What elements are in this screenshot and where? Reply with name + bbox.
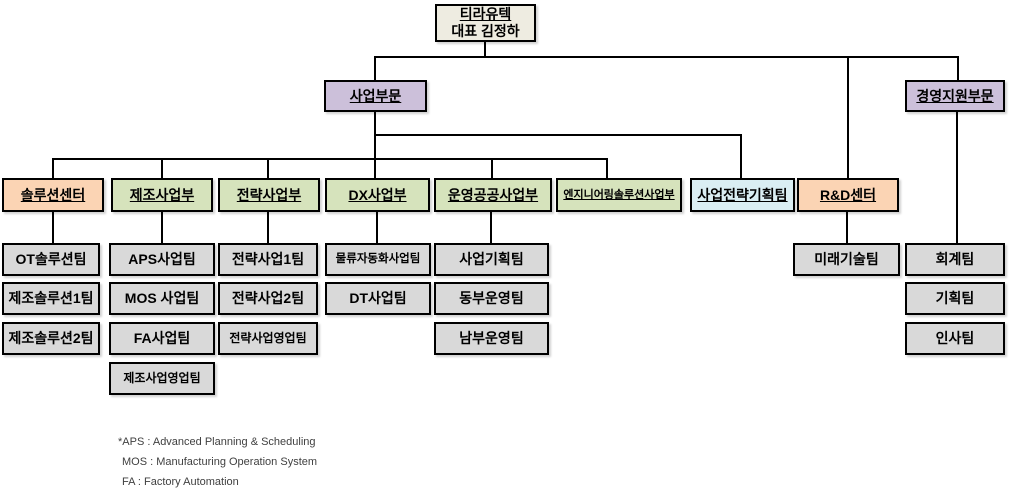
connector-line [267, 212, 269, 244]
planning-team: 기획팀 [905, 282, 1005, 315]
hr-team: 인사팀 [905, 322, 1005, 355]
ceo-name: 대표 김정하 [451, 23, 520, 39]
connector-line [52, 212, 54, 244]
engineering-solution-business-unit: 엔지니어링솔루션사업부 [556, 178, 682, 212]
south-operations-team: 남부운영팀 [434, 322, 549, 355]
mos-business-team: MOS 사업팀 [109, 282, 215, 315]
connector-line [376, 212, 378, 244]
strategy-business-team-1: 전략사업1팀 [218, 243, 318, 276]
footnote-line: *APS : Advanced Planning & Scheduling [118, 436, 316, 448]
mfg-solution-team-1: 제조솔루션1팀 [2, 282, 100, 315]
division-business: 사업부문 [324, 80, 427, 112]
strategy-business-unit: 전략사업부 [218, 178, 320, 212]
ot-solution-team: OT솔루션팀 [2, 243, 100, 276]
solution-center: 솔루션센터 [2, 178, 104, 212]
footnote-line: FA : Factory Automation [122, 476, 239, 488]
ceo-node: 티라유텍 대표 김정하 [435, 4, 536, 42]
connector-line [374, 134, 742, 136]
company-name: 티라유텍 [459, 6, 512, 23]
connector-line [161, 158, 163, 180]
connector-line [374, 112, 376, 180]
operations-public-business-unit: 운영공공사업부 [434, 178, 552, 212]
connector-line [374, 56, 376, 82]
connector-line [490, 212, 492, 244]
fa-business-team: FA사업팀 [109, 322, 215, 355]
connector-line [740, 134, 742, 180]
logistics-automation-business-team: 물류자동화사업팀 [325, 243, 431, 276]
division-management-support: 경영지원부문 [905, 80, 1005, 112]
connector-line [956, 112, 958, 244]
mfg-business-sales-team: 제조사업영업팀 [109, 362, 215, 395]
connector-line [484, 40, 486, 58]
dx-business-unit: DX사업부 [325, 178, 430, 212]
aps-business-team: APS사업팀 [109, 243, 215, 276]
accounting-team: 회계팀 [905, 243, 1005, 276]
east-operations-team: 동부운영팀 [434, 282, 549, 315]
connector-line [491, 158, 493, 180]
strategy-business-team-2: 전략사업2팀 [218, 282, 318, 315]
business-planning-team: 사업기획팀 [434, 243, 549, 276]
connector-line [267, 158, 269, 180]
mfg-solution-team-2: 제조솔루션2팀 [2, 322, 100, 355]
future-technology-team: 미래기술팀 [793, 243, 900, 276]
connector-line [847, 56, 849, 180]
strategy-business-sales-team: 전략사업영업팀 [218, 322, 318, 355]
dt-business-team: DT사업팀 [325, 282, 431, 315]
connector-line [846, 212, 848, 244]
connector-line [52, 158, 54, 180]
connector-line [957, 56, 959, 82]
footnote-line: MOS : Manufacturing Operation System [122, 456, 318, 468]
connector-line [606, 158, 608, 180]
connector-line [161, 212, 163, 244]
rnd-center: R&D센터 [797, 178, 899, 212]
business-strategy-planning-team: 사업전략기획팀 [690, 178, 795, 212]
connector-line [374, 56, 959, 58]
manufacturing-business-unit: 제조사업부 [111, 178, 213, 212]
connector-line [52, 158, 608, 160]
